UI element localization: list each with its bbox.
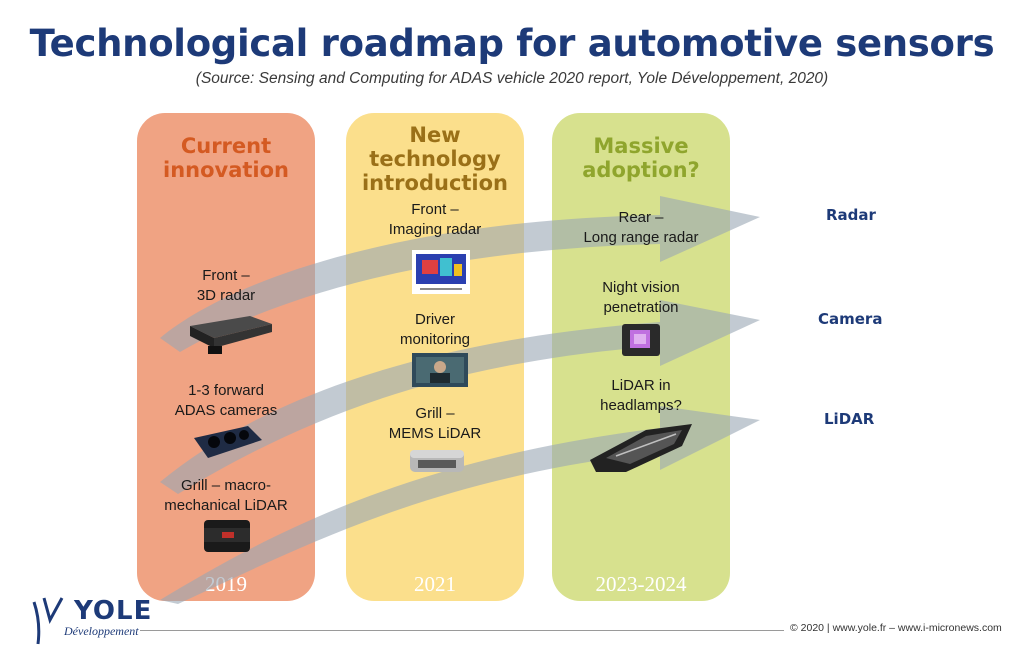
item-imaging-radar: Front – Imaging radar bbox=[350, 200, 520, 240]
heading-line: Massive bbox=[593, 134, 689, 158]
yole-logo-mark bbox=[32, 597, 64, 645]
column-massive-adoption: Massive adoption? 2023-2024 bbox=[552, 113, 730, 601]
sensor-label-camera: Camera bbox=[818, 310, 883, 328]
night-vision-camera-image bbox=[622, 324, 660, 356]
item-forward-adas-cameras: 1-3 forward ADAS cameras bbox=[141, 381, 311, 421]
item-line: MEMS LiDAR bbox=[388, 425, 482, 442]
yole-logo-subtext: Développement bbox=[64, 624, 139, 638]
item-line: Long range radar bbox=[583, 229, 699, 246]
item-line: penetration bbox=[603, 299, 679, 316]
item-driver-monitoring: Driver monitoring bbox=[350, 310, 520, 350]
radar-arrow bbox=[160, 196, 760, 352]
heading-line: introduction bbox=[361, 171, 508, 195]
heading-line: New bbox=[409, 123, 461, 147]
yole-logo-text: YOLE bbox=[74, 596, 153, 626]
item-line: Imaging radar bbox=[388, 221, 482, 238]
sensor-label-lidar: LiDAR bbox=[824, 410, 875, 428]
item-front-3d-radar: Front – 3D radar bbox=[141, 266, 311, 306]
item-macro-mechanical-lidar: Grill – macro- mechanical LiDAR bbox=[141, 476, 311, 516]
item-line: 1-3 forward bbox=[188, 382, 264, 399]
item-line: ADAS cameras bbox=[174, 402, 278, 419]
column-heading: New technology introduction bbox=[346, 123, 524, 195]
source-subtitle: (Source: Sensing and Computing for ADAS … bbox=[195, 70, 829, 87]
imaging-radar-image bbox=[412, 250, 470, 294]
item-line: Grill – macro- bbox=[180, 477, 271, 494]
copyright-text: © 2020 | www.yole.fr – www.i-micronews.c… bbox=[790, 622, 1002, 634]
item-night-vision: Night vision penetration bbox=[556, 278, 726, 318]
heading-line: adoption? bbox=[582, 158, 700, 182]
page-title: Technological roadmap for automotive sen… bbox=[29, 22, 995, 65]
item-line: mechanical LiDAR bbox=[164, 497, 288, 514]
item-line: monitoring bbox=[399, 331, 471, 348]
adas-cameras-image bbox=[194, 426, 262, 458]
item-line: 3D radar bbox=[196, 287, 256, 304]
item-line: Night vision bbox=[602, 279, 680, 296]
3d-radar-image bbox=[190, 316, 272, 354]
macro-lidar-image bbox=[204, 520, 250, 552]
item-line: LiDAR in bbox=[611, 377, 671, 394]
footer-divider bbox=[140, 630, 784, 631]
item-long-range-radar: Rear – Long range radar bbox=[556, 208, 726, 248]
column-current-innovation: Current innovation 2019 bbox=[137, 113, 315, 601]
item-line: headlamps? bbox=[600, 397, 682, 414]
item-mems-lidar: Grill – MEMS LiDAR bbox=[350, 404, 520, 444]
item-line: Grill – bbox=[415, 405, 455, 422]
column-heading: Massive adoption? bbox=[552, 134, 730, 182]
driver-monitoring-image bbox=[412, 353, 468, 387]
heading-line: innovation bbox=[163, 158, 289, 182]
item-lidar-headlamps: LiDAR in headlamps? bbox=[556, 376, 726, 416]
item-line: Front – bbox=[202, 267, 250, 284]
mems-lidar-image bbox=[410, 450, 464, 472]
year-label: 2023-2024 bbox=[595, 572, 687, 596]
headlamp-lidar-image bbox=[590, 424, 692, 472]
heading-line: technology bbox=[369, 147, 501, 171]
item-line: Driver bbox=[415, 311, 455, 328]
heading-line: Current bbox=[180, 134, 272, 158]
sensor-label-radar: Radar bbox=[826, 206, 876, 224]
year-label: 2021 bbox=[414, 572, 456, 596]
item-line: Front – bbox=[411, 201, 459, 218]
column-heading: Current innovation bbox=[137, 134, 315, 182]
camera-arrow bbox=[160, 300, 760, 494]
item-line: Rear – bbox=[618, 209, 664, 226]
